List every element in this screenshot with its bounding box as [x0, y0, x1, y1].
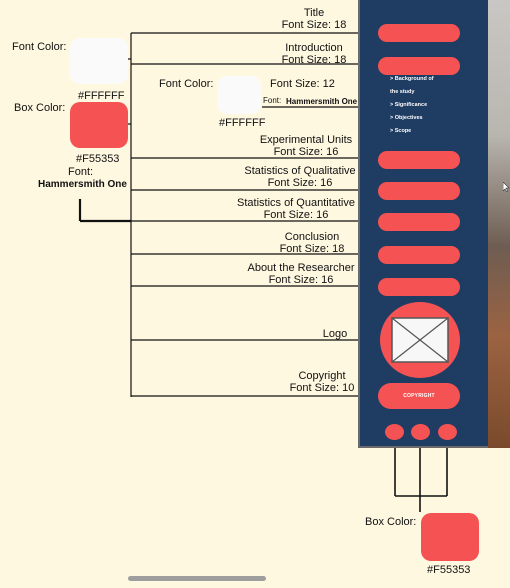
sub-font-color-label: Font Color: — [159, 78, 214, 90]
social-dot-1 — [385, 424, 404, 440]
sub-font-label: Font: — [263, 96, 282, 105]
about-researcher-box — [378, 278, 460, 296]
sub-font-value: Hammersmith One — [286, 97, 358, 106]
background-photo — [488, 0, 510, 448]
title-box — [378, 24, 460, 42]
social-dot-2 — [411, 424, 430, 440]
sub-item-the-study: the study — [390, 89, 415, 95]
font-color-label: Font Color: — [12, 41, 67, 53]
social-dot-3 — [438, 424, 457, 440]
bottom-box-color-swatch — [421, 513, 479, 561]
introduction-box — [378, 57, 460, 75]
sub-font-color-value: #FFFFFF — [219, 117, 266, 129]
annotation-logo: Logo — [322, 328, 348, 340]
bottom-box-color-value: #F55353 — [427, 564, 471, 576]
statistics-quantitative-box — [378, 213, 460, 231]
cursor-icon — [503, 182, 510, 192]
sub-item-background: > Background of — [390, 76, 434, 82]
sub-item-scope: > Scope — [390, 128, 412, 134]
logo-circle — [380, 302, 460, 378]
sub-font-size: Font Size: 12 — [270, 78, 335, 90]
image-placeholder-icon — [391, 317, 449, 363]
conclusion-box — [378, 246, 460, 264]
copyright-box: COPYRIGHT — [378, 383, 460, 409]
sub-item-significance: > Significance — [390, 102, 428, 108]
box-color-label: Box Color: — [14, 102, 66, 114]
font-label: Font: — [68, 166, 94, 178]
box-color-swatch — [70, 102, 128, 148]
bottom-box-color-label: Box Color: — [365, 516, 417, 528]
home-indicator[interactable] — [128, 576, 266, 581]
copyright-text: COPYRIGHT — [403, 393, 435, 399]
sub-item-objectives: > Objectives — [390, 115, 423, 121]
font-color-value: #FFFFFF — [78, 90, 125, 102]
sub-font-color-swatch — [217, 76, 261, 114]
font-color-swatch — [70, 38, 128, 84]
box-color-value: #F55353 — [76, 153, 120, 165]
statistics-qualitative-box — [378, 182, 460, 200]
experimental-units-box — [378, 151, 460, 169]
font-value: Hammersmith One — [38, 179, 127, 190]
